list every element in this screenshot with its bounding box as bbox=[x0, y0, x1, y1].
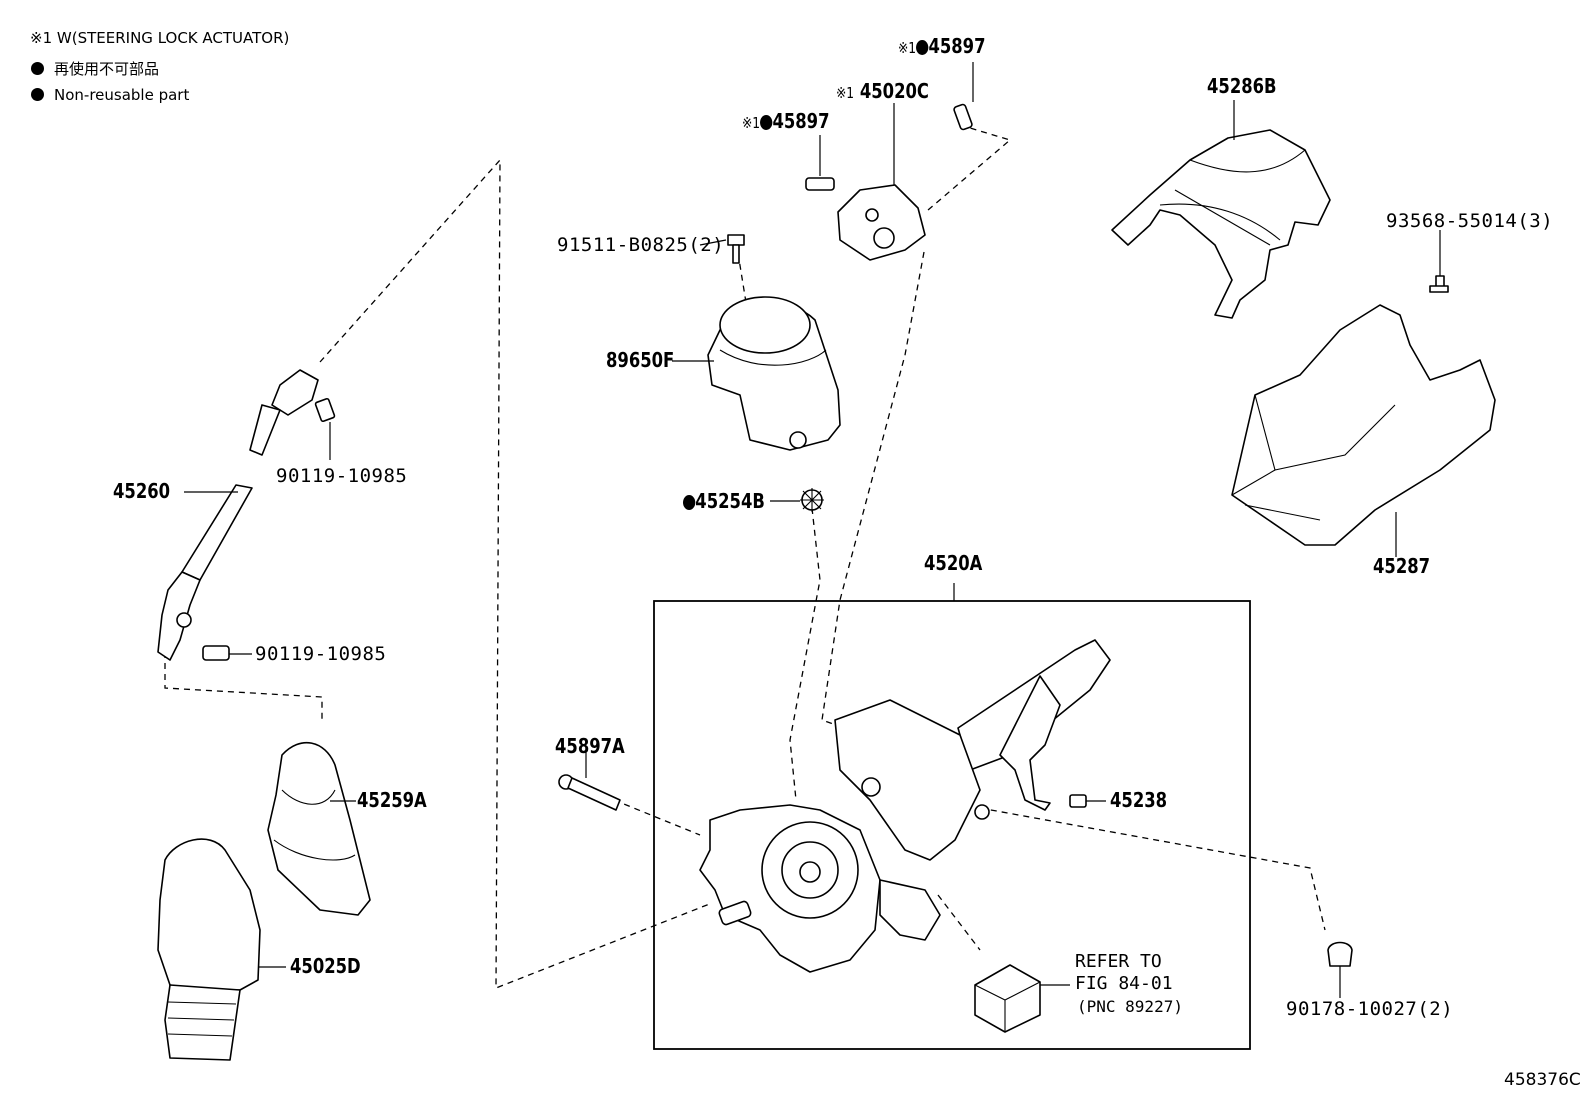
dashed-guide-lines bbox=[164, 124, 1326, 989]
label-45020c: ※1 45020C bbox=[836, 79, 929, 103]
bolt-90119-lower bbox=[202, 645, 230, 661]
label-45897a: 45897A bbox=[555, 734, 625, 758]
shear-bolt-45897-left bbox=[805, 177, 835, 191]
bolt-90119-upper bbox=[314, 397, 336, 423]
label-45238: 45238 bbox=[1110, 788, 1168, 812]
label-89650f: 89650F bbox=[606, 348, 675, 372]
star-clip-45254b bbox=[800, 488, 824, 512]
steering-lock-89650f bbox=[707, 296, 841, 451]
clip-90178 bbox=[1327, 941, 1353, 967]
legend-nonreusable-jp: 再使用不可部品 bbox=[31, 62, 159, 77]
note-mark: ※1 bbox=[836, 84, 855, 102]
nonreusable-dot-icon bbox=[760, 115, 773, 130]
screw-93568 bbox=[1429, 275, 1449, 293]
intermediate-shaft-45260 bbox=[157, 369, 319, 661]
nonreusable-dot-icon bbox=[683, 495, 696, 510]
bolt-45238 bbox=[1069, 794, 1087, 808]
assembly-box-4520a bbox=[653, 600, 1251, 1050]
bolt-91511 bbox=[727, 234, 745, 264]
label-45254b: 45254B bbox=[683, 491, 765, 511]
bolt-45897a bbox=[558, 774, 621, 811]
cover-45259a bbox=[267, 741, 371, 916]
bracket-45020c bbox=[837, 184, 926, 261]
label-45286b: 45286B bbox=[1207, 74, 1277, 98]
lower-column-cover-45287 bbox=[1231, 304, 1496, 546]
nonreusable-dot-icon bbox=[31, 88, 44, 101]
note-mark: ※1 bbox=[742, 114, 761, 132]
note-mark: ※1 bbox=[30, 29, 53, 47]
nonreusable-dot-icon bbox=[31, 62, 44, 75]
label-90119-upper: 90119-10985 bbox=[276, 465, 408, 487]
legend-note: ※1 W(STEERING LOCK ACTUATOR) bbox=[30, 31, 289, 46]
label-93568: 93568-55014(3) bbox=[1386, 210, 1554, 232]
label-90178: 90178-10027(2) bbox=[1286, 998, 1454, 1020]
module-refer-89227 bbox=[974, 964, 1041, 1033]
steering-column-assembly bbox=[699, 639, 1111, 973]
note-text: W(STEERING LOCK ACTUATOR) bbox=[56, 29, 290, 47]
label-91511: 91511-B0825(2) bbox=[557, 234, 725, 256]
label-45287: 45287 bbox=[1373, 554, 1431, 578]
note-mark: ※1 bbox=[898, 39, 917, 57]
label-45260: 45260 bbox=[113, 479, 171, 503]
figure-id: 458376C bbox=[1504, 1070, 1581, 1090]
label-4520a: 4520A bbox=[924, 551, 983, 575]
nonreusable-jp-text: 再使用不可部品 bbox=[54, 60, 160, 78]
refer-line3: (PNC 89227) bbox=[1077, 997, 1183, 1016]
label-90119-lower: 90119-10985 bbox=[255, 643, 387, 665]
label-45025d: 45025D bbox=[290, 954, 361, 978]
boot-45025d bbox=[157, 838, 261, 1061]
nonreusable-en-text: Non-reusable part bbox=[54, 86, 190, 104]
shear-bolt-45897-top bbox=[953, 103, 973, 131]
legend-nonreusable-en: Non-reusable part bbox=[31, 88, 189, 103]
label-45259a: 45259A bbox=[357, 788, 427, 812]
upper-column-cover-45286b bbox=[1111, 129, 1331, 319]
nonreusable-dot-icon bbox=[916, 40, 929, 55]
refer-line1: REFER TO bbox=[1075, 951, 1162, 972]
refer-line2: FIG 84-01 bbox=[1075, 973, 1173, 994]
